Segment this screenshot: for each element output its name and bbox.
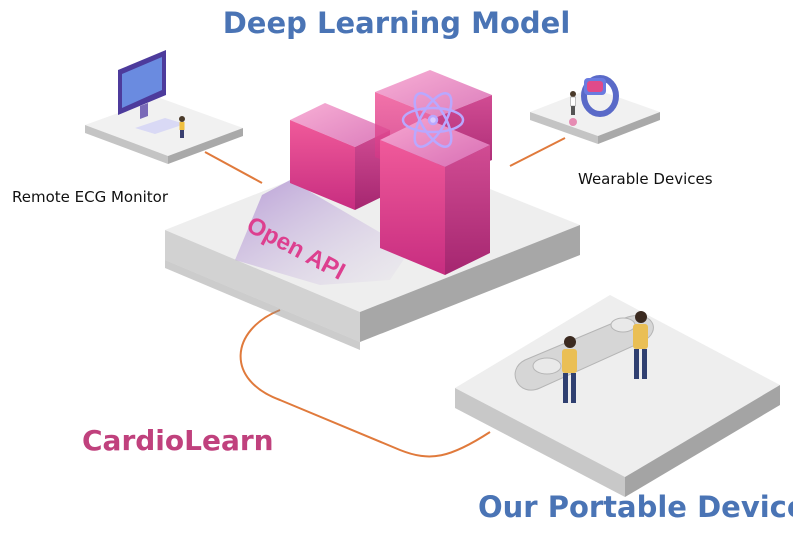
deep-learning-cubes: [290, 70, 492, 275]
cube-shadow: [235, 180, 410, 285]
remote-ecg-platform: [85, 50, 243, 164]
atom-icon: [401, 92, 465, 148]
remote-ecg-label: Remote ECG Monitor: [12, 188, 169, 206]
person-icon: [569, 91, 577, 126]
brand-label: CardioLearn: [82, 424, 274, 457]
wearable-platform: [530, 75, 660, 144]
connector-remote-ecg: [204, 151, 263, 184]
person-icon: [562, 336, 577, 403]
person-icon: [179, 116, 185, 138]
portable-platform: [455, 295, 780, 497]
connector-wearable: [509, 137, 566, 167]
diagram-title: Deep Learning Model: [222, 6, 571, 40]
wearable-devices-label: Wearable Devices: [578, 170, 713, 188]
person-icon: [633, 311, 648, 379]
smartwatch-icon: [581, 75, 619, 117]
connector-lines: [204, 137, 566, 458]
portable-devices-label: Our Portable Devices: [478, 490, 793, 524]
monitor-icon: [118, 50, 185, 134]
connector-portable: [239, 309, 491, 458]
